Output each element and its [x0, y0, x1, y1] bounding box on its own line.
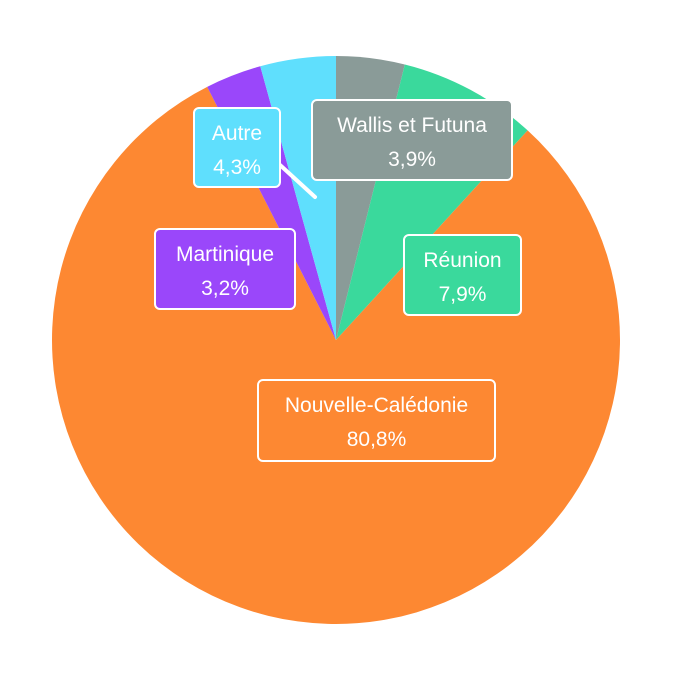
data-label-box	[257, 379, 496, 462]
data-label-name: Nouvelle-Calédonie	[285, 394, 468, 417]
data-label: Martinique 3,2%	[154, 228, 296, 310]
data-label-name: Réunion	[423, 249, 501, 272]
data-label-value: 3,9%	[388, 148, 436, 171]
data-label: Réunion 7,9%	[403, 234, 522, 316]
data-label: Autre 4,3%	[193, 107, 281, 188]
data-label-name: Autre	[212, 122, 262, 145]
data-label-name: Martinique	[176, 243, 274, 266]
data-label-value: 4,3%	[213, 156, 261, 179]
pie-slice-nouvelle-cal-donie	[52, 86, 621, 624]
data-label-box	[154, 228, 296, 310]
data-label-value: 3,2%	[201, 277, 249, 300]
data-label-box	[193, 107, 281, 188]
data-label-name: Wallis et Futuna	[337, 114, 487, 137]
data-label-box	[311, 99, 513, 181]
data-label-value: 80,8%	[347, 428, 407, 451]
label-connector	[278, 163, 317, 199]
data-label-box	[403, 234, 522, 316]
data-label: Nouvelle-Calédonie 80,8%	[257, 379, 496, 462]
data-label: Wallis et Futuna 3,9%	[311, 99, 513, 181]
data-label-value: 7,9%	[439, 283, 487, 306]
